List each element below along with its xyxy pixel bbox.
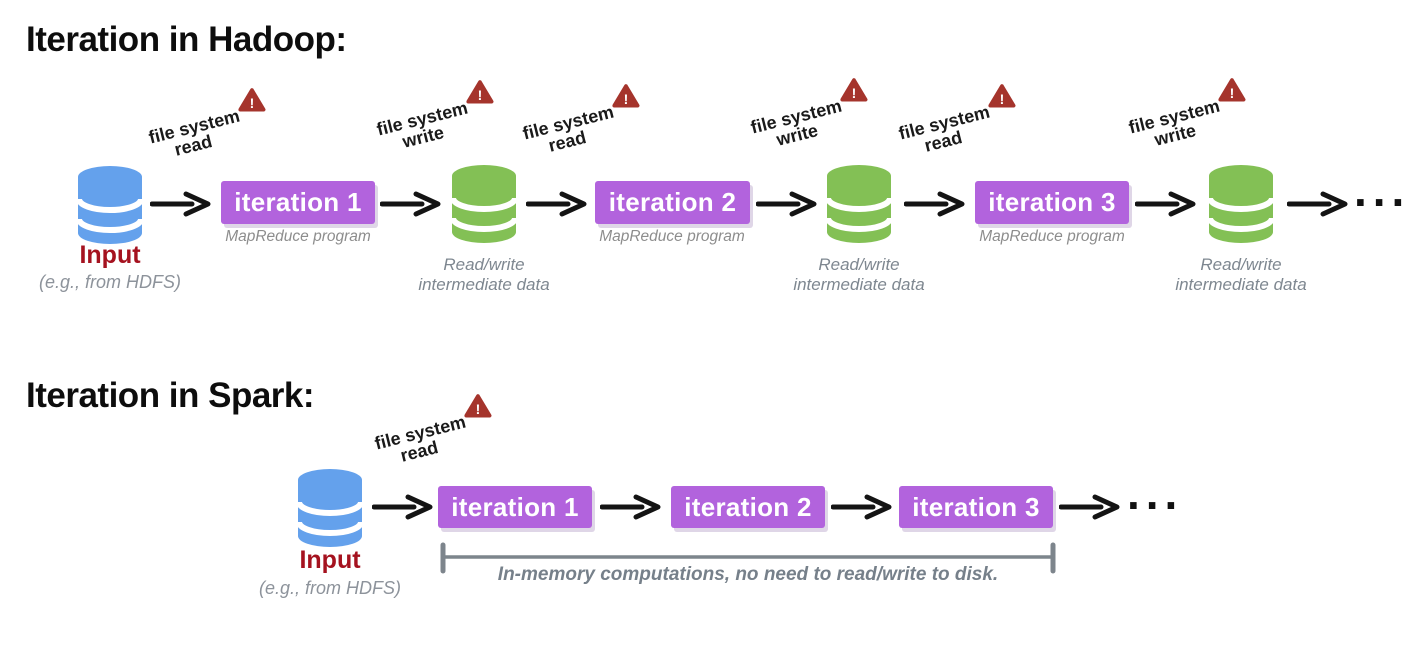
intermediate-database-icon <box>1205 162 1277 246</box>
spark-iteration-3-box: iteration 3 <box>899 486 1053 528</box>
warning-icon: ! <box>464 394 492 418</box>
intermediate-data-caption: Read/write intermediate data <box>1131 255 1351 296</box>
intermediate-data-caption: Read/write intermediate data <box>749 255 969 296</box>
warning-icon: ! <box>1218 78 1246 102</box>
intermediate-database-icon <box>823 162 895 246</box>
hadoop-iteration-1-box: iteration 1 <box>221 181 375 224</box>
file-system-read-label: file system read ! <box>147 88 266 166</box>
spark-iteration-1-box: iteration 1 <box>438 486 592 528</box>
svg-text:!: ! <box>1230 85 1235 101</box>
warning-icon: ! <box>238 88 266 112</box>
ellipsis: ... <box>1354 164 1411 216</box>
file-system-read-label: file system read ! <box>373 394 492 472</box>
caption-line1: Read/write <box>443 255 525 274</box>
arrow-icon <box>1059 494 1121 520</box>
arrow-icon <box>831 494 893 520</box>
file-system-read-label: file system read ! <box>897 84 1016 162</box>
svg-text:!: ! <box>624 91 629 107</box>
hadoop-iteration-3-box: iteration 3 <box>975 181 1129 224</box>
arrow-icon <box>756 191 818 217</box>
input-label: Input <box>79 241 141 269</box>
arrow-icon <box>526 191 588 217</box>
mapreduce-caption: MapReduce program <box>599 228 745 245</box>
warning-icon: ! <box>988 84 1016 108</box>
file-system-write-label: file system write ! <box>749 78 868 156</box>
arrow-icon <box>372 494 434 520</box>
mapreduce-caption: MapReduce program <box>979 228 1125 245</box>
in-memory-caption: In-memory computations, no need to read/… <box>497 564 999 585</box>
input-sublabel: (e.g., from HDFS) <box>38 272 181 292</box>
file-system-write-label: file system write ! <box>1127 78 1246 156</box>
caption-line2: intermediate data <box>793 275 925 295</box>
spark-iteration-2-box: iteration 2 <box>671 486 825 528</box>
arrow-icon <box>1287 191 1349 217</box>
caption-line1: Read/write <box>1200 255 1282 274</box>
svg-text:!: ! <box>1000 91 1005 107</box>
warning-icon: ! <box>840 78 868 102</box>
file-system-write-label: file system write ! <box>375 80 494 158</box>
hadoop-iteration-2-box: iteration 2 <box>595 181 750 224</box>
intermediate-data-caption: Read/write intermediate data <box>374 255 594 296</box>
input-sublabel: (e.g., from HDFS) <box>258 578 401 598</box>
hadoop-section-title: Iteration in Hadoop: <box>26 20 347 59</box>
intermediate-database-icon <box>448 162 520 246</box>
warning-icon: ! <box>466 80 494 104</box>
input-label: Input <box>299 546 361 574</box>
svg-text:!: ! <box>476 401 481 417</box>
in-memory-bracket <box>440 542 1056 574</box>
mapreduce-caption: MapReduce program <box>225 228 371 245</box>
arrow-icon <box>1135 191 1197 217</box>
caption-line2: intermediate data <box>1175 275 1307 295</box>
arrow-icon <box>150 191 212 217</box>
arrow-icon <box>380 191 442 217</box>
svg-text:!: ! <box>478 87 483 103</box>
input-database-icon <box>294 466 366 550</box>
warning-icon: ! <box>612 84 640 108</box>
caption-line1: Read/write <box>818 255 900 274</box>
arrow-icon <box>904 191 966 217</box>
arrow-icon <box>600 494 662 520</box>
input-database-icon <box>74 163 146 247</box>
svg-text:!: ! <box>852 85 857 101</box>
file-system-read-label: file system read ! <box>521 84 640 162</box>
caption-line2: intermediate data <box>418 275 550 295</box>
svg-text:!: ! <box>250 95 255 111</box>
spark-section-title: Iteration in Spark: <box>26 376 315 415</box>
ellipsis: ... <box>1127 467 1184 519</box>
